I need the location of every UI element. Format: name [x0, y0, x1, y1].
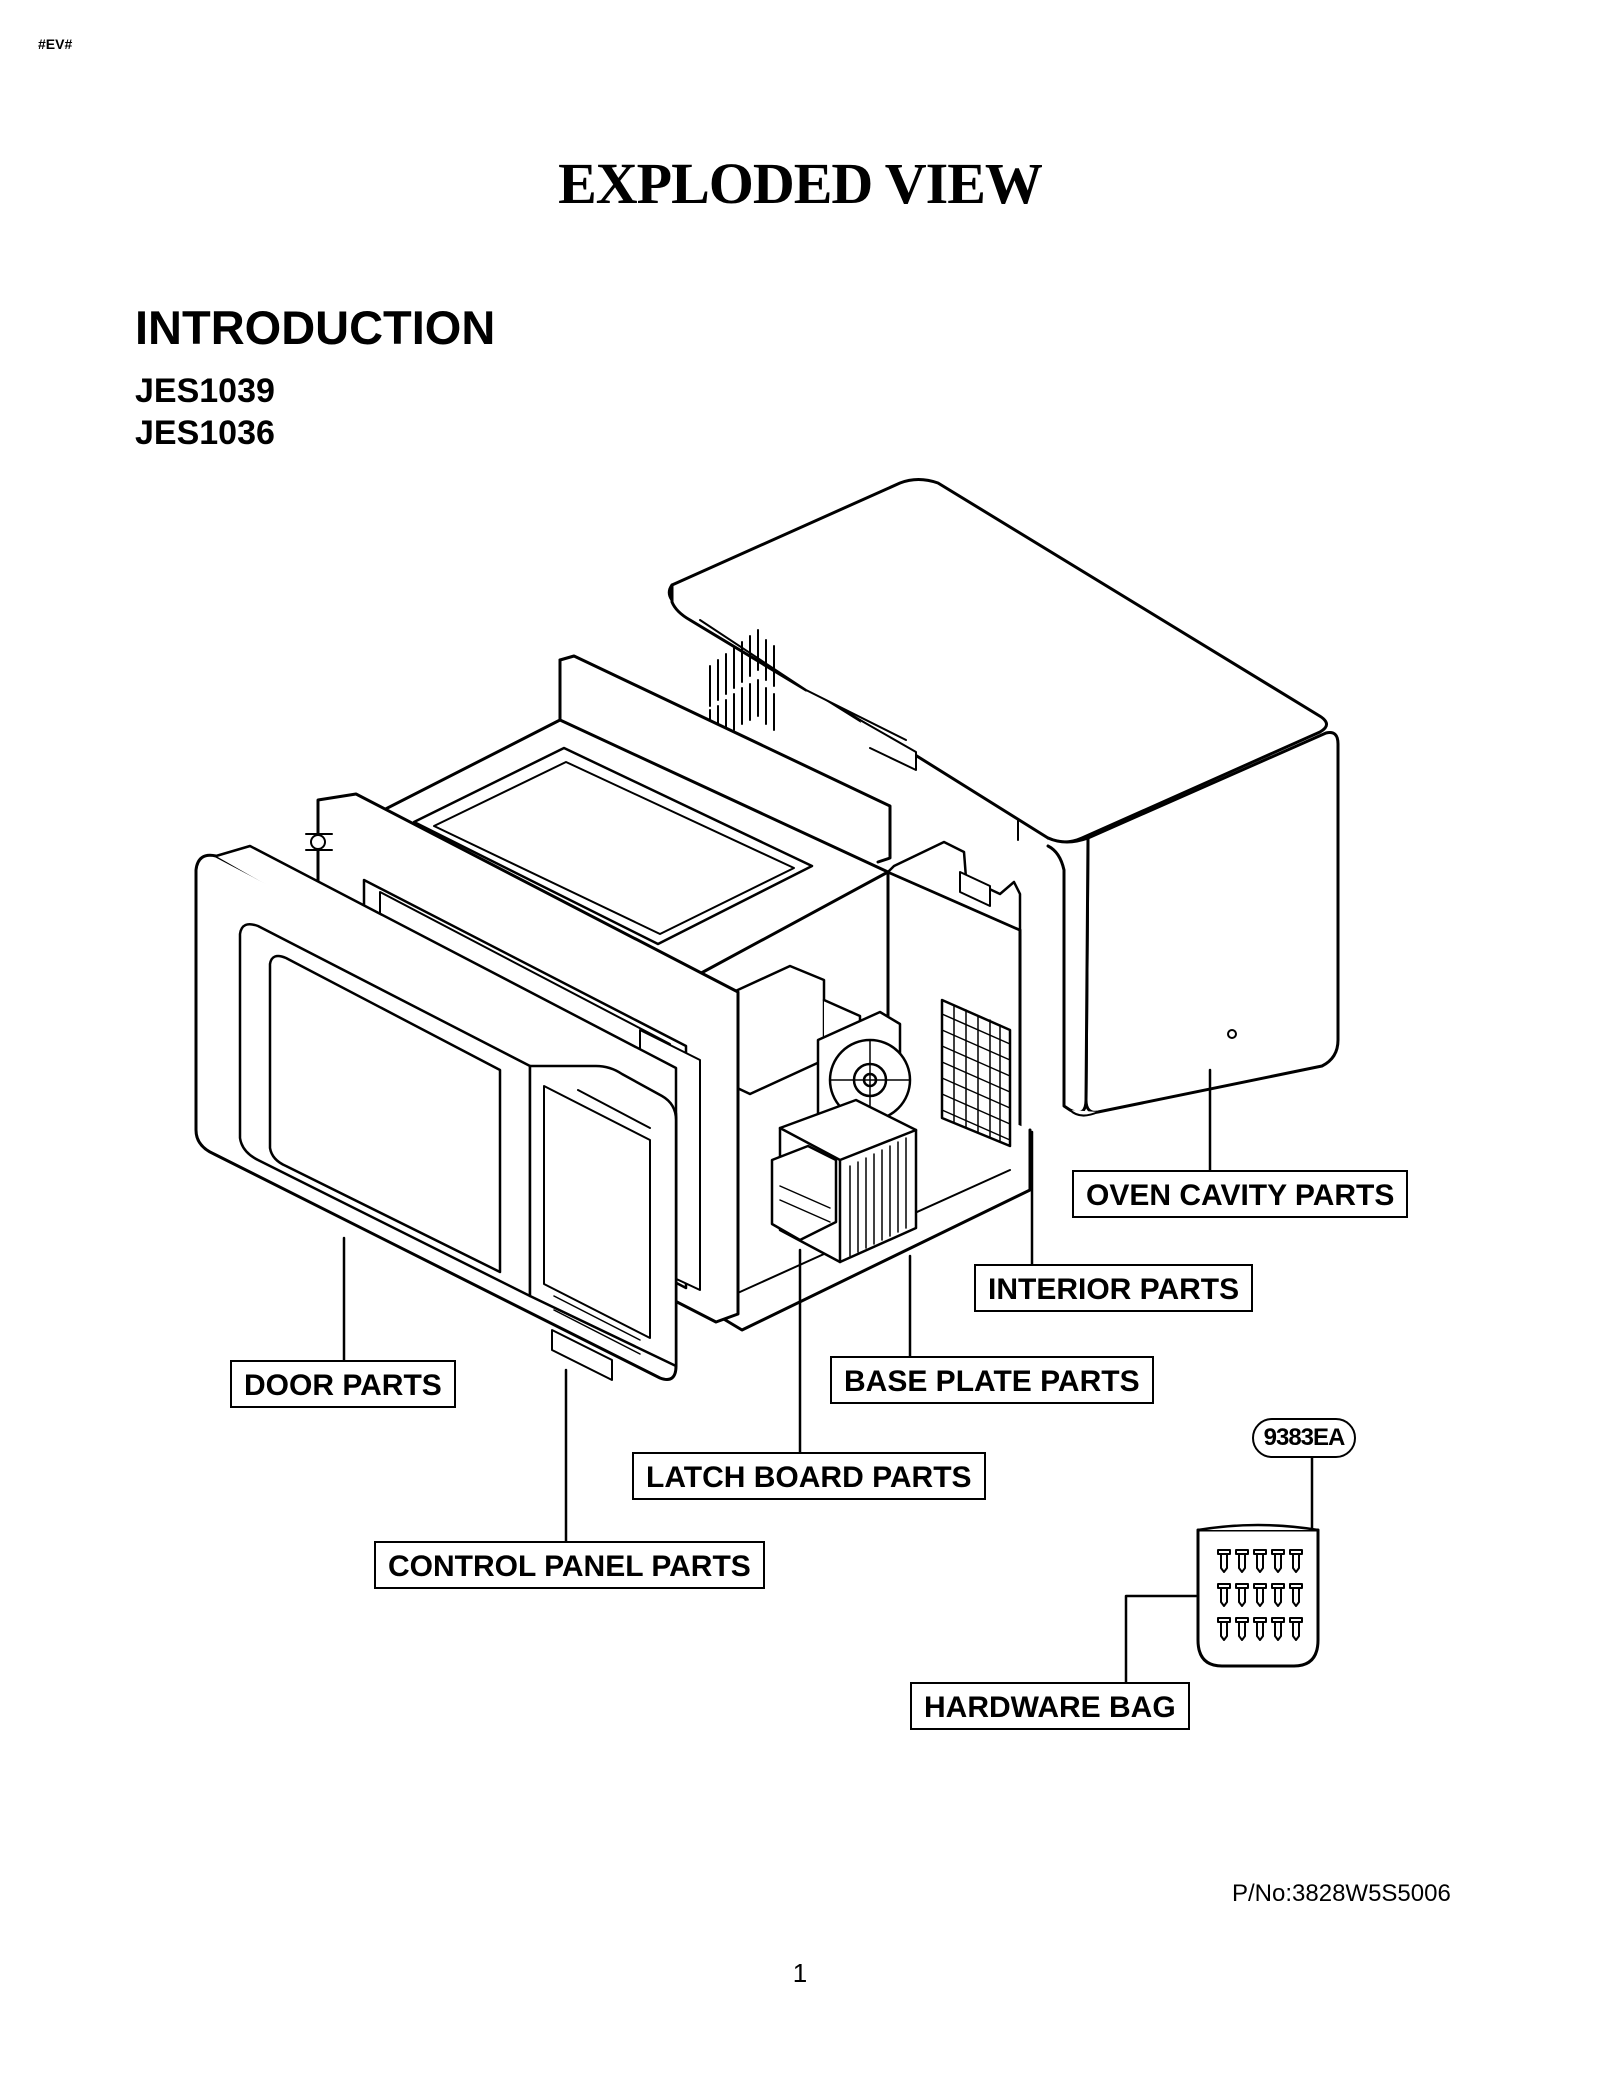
label-hardware-bag: HARDWARE BAG	[910, 1682, 1190, 1730]
label-latch-board-parts: LATCH BOARD PARTS	[632, 1452, 986, 1500]
top-bracket	[886, 840, 1022, 932]
transformer	[770, 1098, 918, 1264]
part-number: P/No:3828W5S5006	[1232, 1880, 1451, 1907]
leader-lines	[342, 1068, 1314, 1686]
control-panel	[528, 1064, 678, 1381]
hardware-bag-screws	[1217, 1549, 1303, 1641]
model-number-1: JES1039	[135, 372, 275, 410]
label-control-panel-parts: CONTROL PANEL PARTS	[374, 1541, 765, 1589]
label-interior-parts: INTERIOR PARTS	[974, 1264, 1254, 1312]
label-base-plate-parts: BASE PLATE PARTS	[830, 1356, 1154, 1404]
magnetron-assembly	[714, 964, 912, 1130]
vent-grid	[940, 998, 1012, 1148]
outer-cabinet	[667, 478, 1340, 1117]
section-heading: INTRODUCTION	[135, 301, 496, 354]
cabinet-vent-slots	[709, 629, 775, 747]
model-number-2: JES1036	[135, 414, 275, 452]
label-oven-cavity-parts: OVEN CAVITY PARTS	[1072, 1170, 1409, 1218]
document-tag: #EV#	[38, 36, 73, 52]
part-code-badge: 9383EA	[1252, 1418, 1356, 1458]
page-title: EXPLODED VIEW	[558, 151, 1043, 216]
label-door-parts: DOOR PARTS	[230, 1360, 456, 1408]
page-number: 1	[792, 1958, 808, 1988]
